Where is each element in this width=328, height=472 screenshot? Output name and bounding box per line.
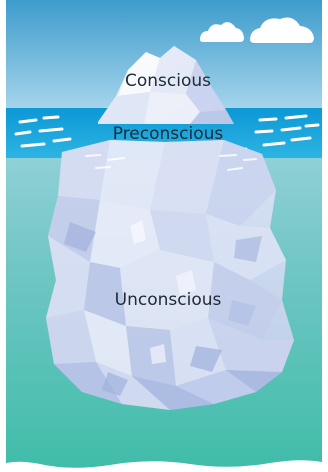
iceberg-underwater: [46, 140, 294, 410]
preconscious-label: Preconscious: [113, 124, 224, 144]
unconscious-label: Unconscious: [115, 290, 222, 310]
conscious-label: Conscious: [125, 71, 211, 91]
